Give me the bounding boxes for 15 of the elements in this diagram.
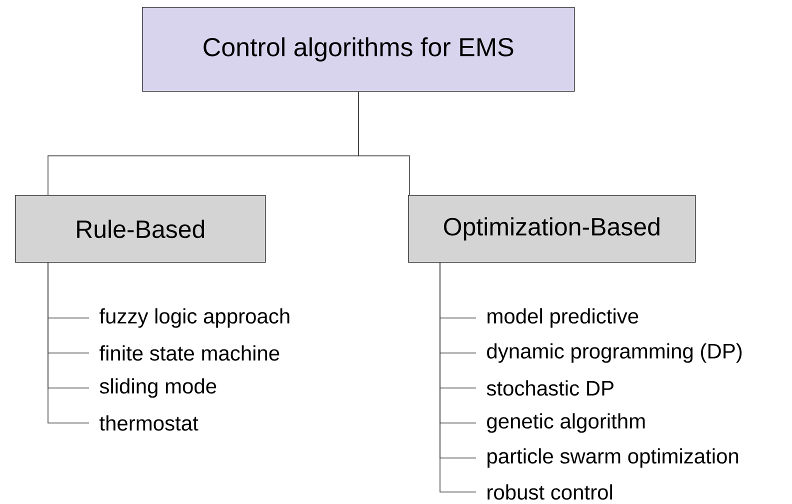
category-box: Rule-Based: [15, 195, 266, 263]
item-text: finite state machine: [100, 345, 280, 361]
connector-line: [48, 262, 90, 424]
item-text: sliding mode: [100, 378, 216, 398]
item-text: particle swarm optimization: [488, 448, 738, 468]
connector-line: [358, 91, 410, 196]
category-box: Optimization-Based: [408, 195, 696, 263]
item-text: model predictive: [488, 308, 638, 328]
item-text: robust control: [488, 484, 612, 500]
item-text: thermostat: [100, 415, 198, 431]
title-box: Control algorithms for EMS: [142, 7, 575, 92]
item-text: dynamic programming (DP): [487, 343, 742, 363]
item-text: fuzzy logic approach: [100, 308, 290, 328]
item-text: genetic algorithm: [487, 413, 645, 433]
item-text: stochastic DP: [486, 380, 614, 396]
